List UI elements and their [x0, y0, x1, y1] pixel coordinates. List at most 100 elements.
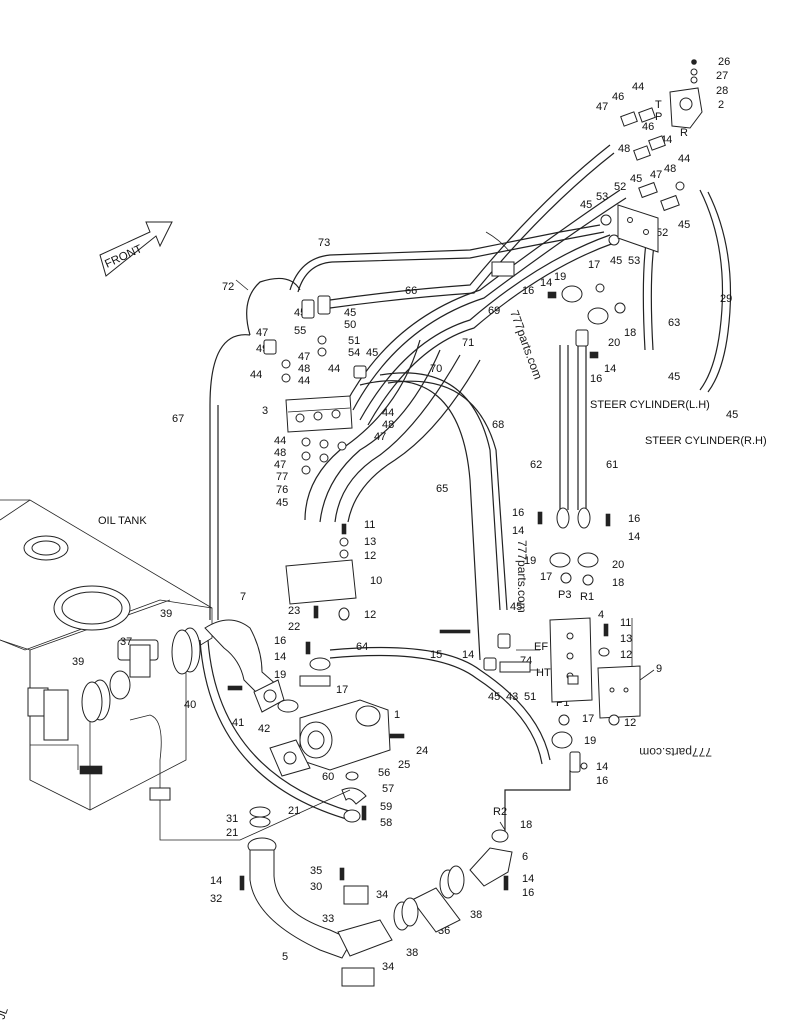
part-label-63: 63 — [668, 317, 680, 329]
part-label-50: 50 — [344, 319, 356, 331]
part-label-57: 57 — [382, 783, 394, 795]
oil-tank-label: OIL TANK — [98, 515, 147, 527]
part-label-14: 14 — [522, 873, 534, 885]
part-label-14: 14 — [512, 525, 524, 537]
part-labels: 26 27 28 2 44 47 46 46 48 44 44 48 47 45… — [72, 56, 738, 973]
part-label-47: 47 — [274, 459, 286, 471]
part-label-66: 66 — [405, 285, 417, 297]
part-label-1: 1 — [394, 709, 400, 721]
part-label-14: 14 — [596, 761, 608, 773]
suction-pipe — [239, 806, 393, 987]
part-label-7: 7 — [240, 591, 246, 603]
part-label-14: 14 — [274, 651, 286, 663]
part-label-16: 16 — [590, 373, 602, 385]
part-label-24: 24 — [416, 745, 428, 757]
watermark-text: 777parts.com — [639, 745, 712, 759]
part-label-45: 45 — [344, 307, 356, 319]
part-label-29: 29 — [720, 293, 732, 305]
part-label-14: 14 — [628, 531, 640, 543]
part-label-37: 37 — [120, 636, 132, 648]
part-label-14: 14 — [604, 363, 616, 375]
steer-cylinder-rh-label: STEER CYLINDER(R.H) — [645, 435, 767, 447]
part-label-44: 44 — [274, 435, 286, 447]
part-label-51: 51 — [348, 335, 360, 347]
part-label-20: 20 — [612, 559, 624, 571]
part-label-45: 45 — [510, 601, 522, 613]
part-label-64: 64 — [356, 641, 368, 653]
part-label-28: 28 — [716, 85, 728, 97]
part-label-34: 34 — [376, 889, 388, 901]
part-label-16: 16 — [596, 775, 608, 787]
part-label-45: 45 — [668, 371, 680, 383]
part-label-47: 47 — [374, 431, 386, 443]
part-label-65: 65 — [436, 483, 448, 495]
corner-mark: JL — [0, 1006, 11, 1021]
part-label-16: 16 — [522, 887, 534, 899]
port-t-label: T — [655, 99, 662, 111]
part-label-17: 17 — [540, 571, 552, 583]
part-label-61: 61 — [606, 459, 618, 471]
part-label-22: 22 — [288, 621, 300, 633]
part-label-12: 12 — [364, 550, 376, 562]
hose-lines — [199, 144, 732, 840]
flanges-upper — [547, 283, 626, 359]
part-label-16: 16 — [274, 635, 286, 647]
part-label-48: 48 — [274, 447, 286, 459]
part-label-17: 17 — [582, 713, 594, 725]
part-label-3: 3 — [262, 405, 268, 417]
part-label-44: 44 — [250, 369, 262, 381]
part-label-47: 47 — [256, 327, 268, 339]
part-label-45: 45 — [580, 199, 592, 211]
part-label-11: 11 — [364, 519, 375, 531]
part-label-23: 23 — [288, 605, 300, 617]
part-label-18: 18 — [520, 819, 532, 831]
port-r-label: R — [680, 127, 688, 139]
part-label-39: 39 — [72, 656, 84, 668]
return-hose-clamps — [393, 829, 513, 933]
flanges-lower — [551, 731, 588, 773]
part-label-38: 38 — [406, 947, 418, 959]
part-label-34: 34 — [382, 961, 394, 973]
part-label-43: 43 — [506, 691, 518, 703]
part-label-44: 44 — [632, 81, 644, 93]
part-label-47: 47 — [298, 351, 310, 363]
flanges-middle — [537, 507, 611, 586]
port-r2-label: R2 — [493, 806, 507, 818]
part-label-45: 45 — [610, 255, 622, 267]
part-label-32: 32 — [210, 893, 222, 905]
part-label-53: 53 — [596, 191, 608, 203]
part-label-45: 45 — [678, 219, 690, 231]
part-label-54: 54 — [348, 347, 360, 359]
port-ht-label: HT — [536, 667, 551, 679]
part-label-72: 72 — [222, 281, 234, 293]
part-label-44: 44 — [298, 375, 310, 387]
part-label-19: 19 — [584, 735, 596, 747]
part-label-14: 14 — [210, 875, 222, 887]
part-label-10: 10 — [370, 575, 382, 587]
part-label-48: 48 — [618, 143, 630, 155]
part-label-46: 46 — [612, 91, 624, 103]
part-label-21: 21 — [226, 827, 238, 839]
part-label-16: 16 — [522, 285, 534, 297]
part-label-41: 41 — [232, 717, 244, 729]
part-label-13: 13 — [620, 633, 632, 645]
priority-valve-bracket — [485, 204, 659, 277]
valve-bracket — [285, 523, 357, 621]
part-label-18: 18 — [612, 577, 624, 589]
part-label-62: 62 — [530, 459, 542, 471]
part-label-44: 44 — [678, 153, 690, 165]
part-label-45: 45 — [366, 347, 378, 359]
part-label-48: 48 — [382, 419, 394, 431]
port-ef-label: EF — [534, 641, 548, 653]
part-label-71: 71 — [462, 337, 474, 349]
part-label-19: 19 — [274, 669, 286, 681]
part-label-17: 17 — [336, 684, 348, 696]
part-label-15: 15 — [430, 649, 442, 661]
part-label-14: 14 — [540, 277, 552, 289]
part-label-44: 44 — [328, 363, 340, 375]
port-p3-label: P3 — [558, 589, 571, 601]
steering-valve — [669, 59, 703, 129]
front-arrow: FRONT — [99, 221, 173, 277]
part-label-16: 16 — [628, 513, 640, 525]
part-label-45: 45 — [276, 497, 288, 509]
